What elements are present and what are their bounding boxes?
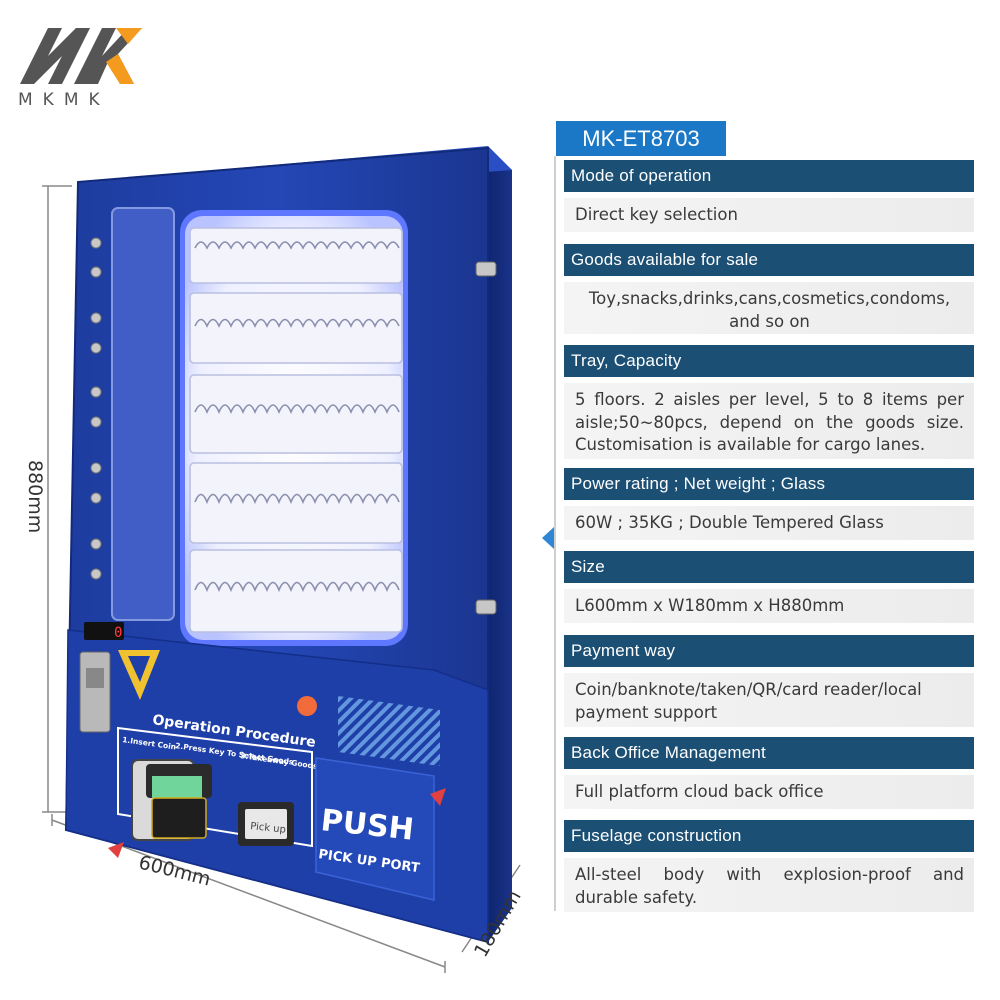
spec-value: 5 floors. 2 aisles per level, 5 to 8 ite…	[564, 383, 974, 459]
spec-value: Coin/banknote/taken/QR/card reader/local…	[564, 673, 974, 727]
spec-title: Size	[564, 551, 974, 583]
spec-power-weight-glass: Power rating ; Net weight ; Glass 60W ; …	[564, 468, 974, 540]
height-dimension-label: 880mm	[24, 460, 46, 534]
spec-value: All-steel body with explosion-proof and …	[564, 858, 974, 912]
brand-logo: MKMK	[18, 22, 143, 112]
counter-digit: 0	[114, 625, 122, 641]
brand-name: MKMK	[18, 90, 110, 110]
spec-pointer-icon	[542, 527, 554, 549]
pickup-button-label: Pick up	[250, 821, 287, 836]
spec-title: Mode of operation	[564, 160, 974, 192]
product-shelves	[189, 227, 403, 633]
spec-title: Back Office Management	[564, 737, 974, 769]
spec-mode-of-operation: Mode of operation Direct key selection	[564, 160, 974, 232]
spec-title: Tray, Capacity	[564, 345, 974, 377]
spec-back-office: Back Office Management Full platform clo…	[564, 737, 974, 809]
spec-tray-capacity: Tray, Capacity 5 floors. 2 aisles per le…	[564, 345, 974, 459]
spec-value: 60W ; 35KG ; Double Tempered Glass	[564, 506, 974, 540]
spec-title: Fuselage construction	[564, 820, 974, 852]
product-scene: 0 Operation Procedure 1.Insert Coin 2.Pr…	[0, 130, 545, 1000]
spec-title: Power rating ; Net weight ; Glass	[564, 468, 974, 500]
spec-payment-way: Payment way Coin/banknote/taken/QR/card …	[564, 635, 974, 727]
spec-title: Payment way	[564, 635, 974, 667]
spec-value: Direct key selection	[564, 198, 974, 232]
spec-value: Toy,snacks,drinks,cans,cosmetics,condoms…	[564, 282, 974, 334]
spec-value: Full platform cloud back office	[564, 775, 974, 809]
mkmk-logo-mark-icon	[20, 28, 142, 84]
vending-machine-illustration: 0 Operation Procedure 1.Insert Coin 2.Pr…	[42, 146, 521, 973]
spec-divider-line	[554, 156, 556, 911]
spec-goods-available: Goods available for sale Toy,snacks,drin…	[564, 244, 974, 334]
spec-fuselage-construction: Fuselage construction All-steel body wit…	[564, 820, 974, 912]
spec-size: Size L600mm x W180mm x H880mm	[564, 551, 974, 623]
model-number-tag: MK-ET8703	[556, 121, 726, 156]
spec-title: Goods available for sale	[564, 244, 974, 276]
spec-value: L600mm x W180mm x H880mm	[564, 589, 974, 623]
